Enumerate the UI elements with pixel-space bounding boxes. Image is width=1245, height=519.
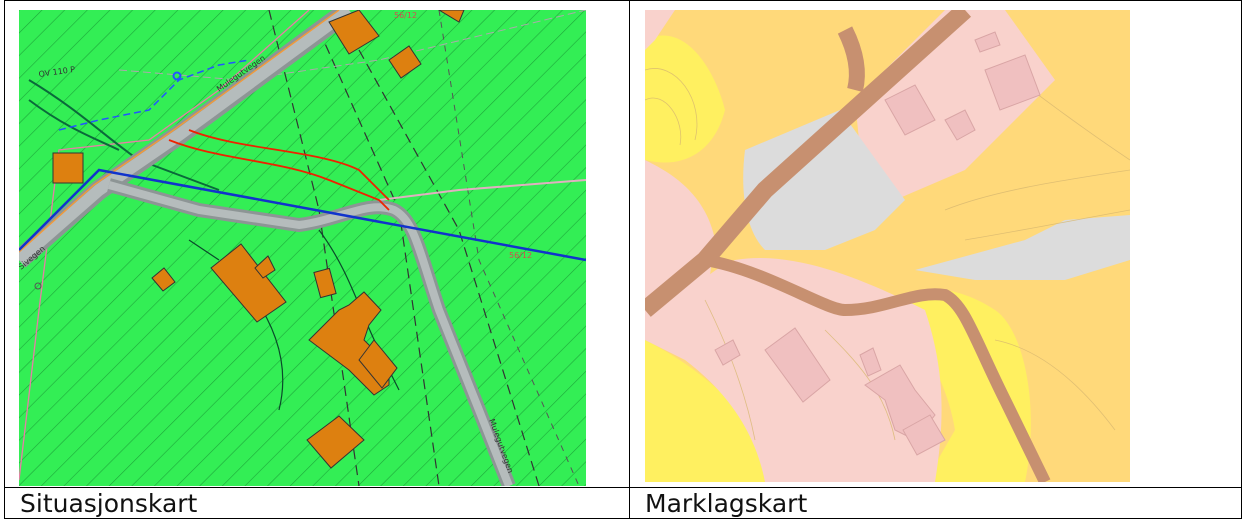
soil-map-caption: Marklagskart: [645, 489, 808, 518]
row-divider: [4, 487, 1242, 488]
parcel-label-top: 56/12: [394, 11, 417, 20]
situation-map: OV 110 P Mulegutvegen Sivegen Mulegutveg…: [19, 10, 586, 486]
situation-map-caption: Situasjonskart: [20, 489, 198, 518]
column-divider: [629, 0, 630, 519]
parcel-label-right: 56/12: [509, 251, 532, 260]
soil-map: [645, 10, 1130, 482]
